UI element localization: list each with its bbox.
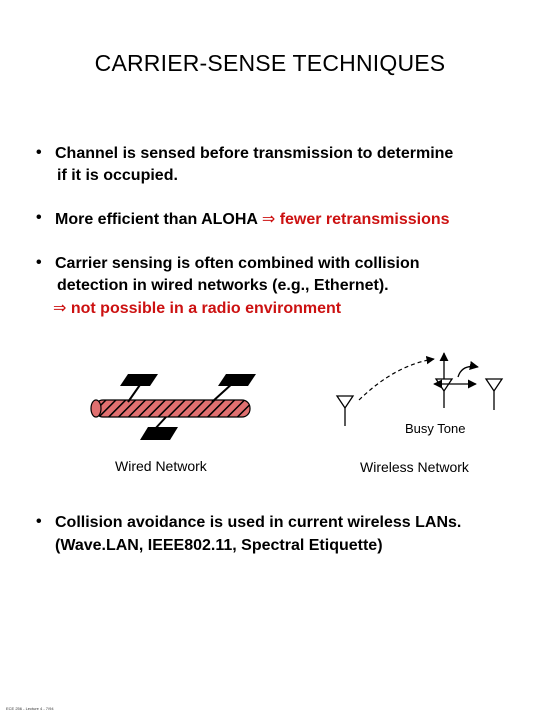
bullet-3-line-1: Carrier sensing is often combined with c…	[55, 255, 420, 272]
busy-tone-label: Busy Tone	[405, 421, 466, 436]
bullet-3-line-2: detection in wired networks (e.g., Ether…	[57, 277, 389, 294]
bullet-2-red-text: fewer retransmissions	[279, 211, 450, 228]
wireless-network-drawing	[335, 352, 504, 426]
bullet-1-line-2: if it is occupied.	[57, 167, 178, 184]
bullet-dot: •	[36, 513, 42, 530]
station-bottom	[140, 416, 178, 440]
bullet-4-line-2: (Wave.LAN, IEEE802.11, Spectral Etiquett…	[55, 537, 383, 554]
bullet-2-text: More efficient than ALOHA	[55, 211, 258, 228]
bullet-4-line-1: Collision avoidance is used in current w…	[55, 514, 462, 531]
bullet-2-line: More efficient than ALOHA ⇒ fewer retran…	[55, 208, 450, 230]
dashed-signal-arrow-icon	[358, 356, 435, 401]
implies-arrow-icon: ⇒	[261, 209, 276, 228]
footer-text: ECE 256 - Lecture 4 - 7/94	[6, 706, 54, 711]
bullet-3-red-text: not possible in a radio environment	[70, 300, 342, 317]
antenna-icon	[335, 395, 355, 426]
station-top-left	[120, 374, 158, 403]
antenna-icon	[434, 352, 454, 408]
busy-tone-curve-icon	[457, 361, 479, 378]
bullet-1-line-1: Channel is sensed before transmission to…	[55, 145, 454, 162]
station-top-right	[211, 374, 256, 403]
wired-network-drawing	[90, 374, 256, 440]
ethernet-cable	[90, 399, 251, 418]
page-title: CARRIER-SENSE TECHNIQUES	[94, 50, 446, 76]
bullet-dot: •	[36, 209, 42, 226]
bullet-dot: •	[36, 144, 42, 161]
bullet-dot: •	[36, 254, 42, 271]
antenna-icon	[484, 378, 504, 410]
implies-arrow-icon: ⇒	[53, 298, 67, 317]
bullet-3-line-3: ⇒ not possible in a radio environment	[53, 297, 341, 319]
wired-network-label: Wired Network	[115, 458, 207, 474]
wireless-network-label: Wireless Network	[360, 459, 469, 475]
